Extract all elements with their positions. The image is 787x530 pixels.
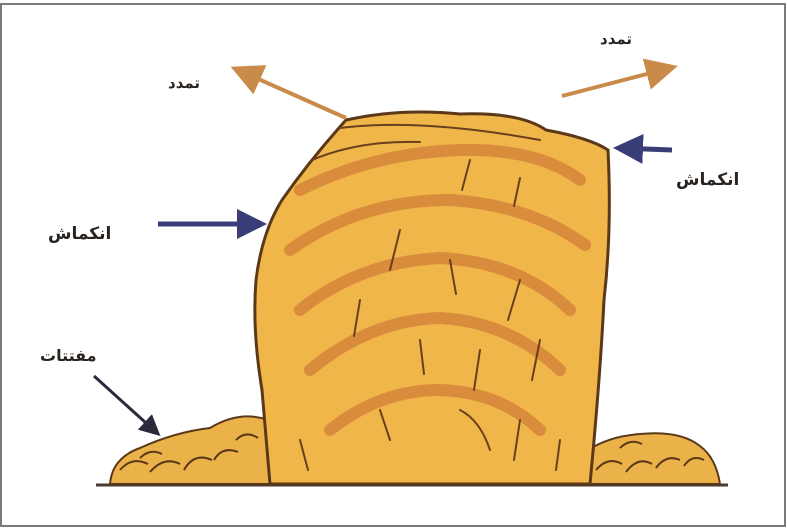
contraction-label-right: انكماش: [676, 170, 739, 190]
fragments-label: مفتتات: [40, 346, 97, 365]
contraction-label-left: انكماش: [48, 224, 111, 244]
expansion-label-left: تمدد: [168, 74, 200, 92]
expansion-label-right: تمدد: [600, 30, 632, 48]
rock-boulder: [255, 112, 609, 484]
contraction-arrow-right: [618, 148, 672, 150]
